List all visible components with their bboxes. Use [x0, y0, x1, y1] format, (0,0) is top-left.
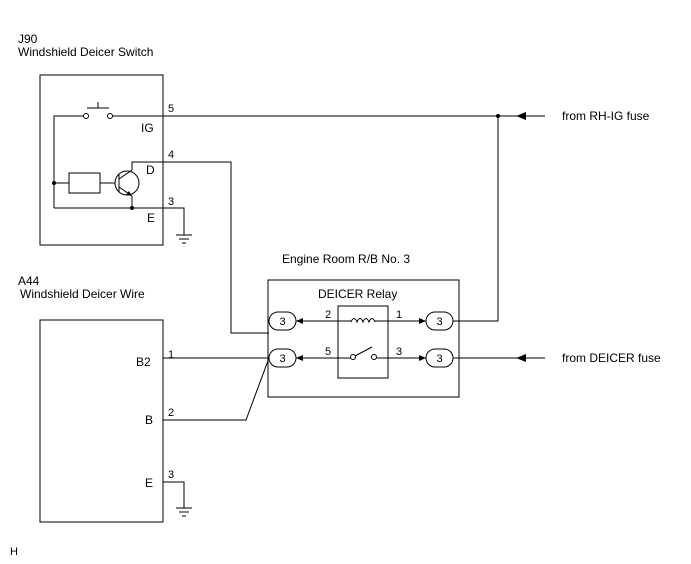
relay-block-body [267, 279, 460, 398]
source-rh-ig: from RH-IG fuse [562, 109, 650, 123]
svg-text:3: 3 [436, 353, 442, 365]
source-deicer: from DEICER fuse [562, 351, 661, 365]
connector-right-bottom: 3 [425, 348, 454, 368]
relay-coil-icon [350, 318, 376, 324]
relay-block-name: Engine Room R/B No. 3 [282, 252, 410, 266]
push-switch-icon [53, 102, 163, 183]
relay-body [337, 305, 389, 379]
relay-internal-wiring [296, 318, 426, 361]
connector-left-top: 3 [268, 311, 297, 331]
ground-icon [176, 507, 192, 517]
switch-name: Windshield Deicer Switch [18, 45, 153, 59]
wire-part-body [39, 319, 164, 523]
switch-terminal-ig: IG [141, 121, 154, 135]
svg-text:3: 3 [279, 353, 285, 365]
switch-code: J90 [18, 32, 38, 46]
transistor-icon [114, 161, 163, 210]
relay-name: DEICER Relay [318, 287, 397, 301]
relay-contact-icon [350, 346, 377, 360]
relay-pin-switch-left: 5 [325, 346, 331, 358]
connector-right-top: 3 [425, 311, 454, 331]
wire-pin-b2: 1 [168, 349, 174, 361]
wire-terminal-e: E [145, 476, 153, 490]
switch-terminal-d: D [146, 163, 155, 177]
switch-pin-ig: 5 [168, 103, 174, 115]
switch-pin-d: 4 [168, 149, 174, 161]
switch-terminal-e: E [147, 211, 155, 225]
footer-code: H [10, 546, 18, 558]
relay-pin-coil-right: 1 [396, 309, 402, 321]
wire-pin-e: 3 [168, 469, 174, 481]
wire-terminal-b2: B2 [136, 355, 151, 369]
switch-pin-e: 3 [168, 196, 174, 208]
svg-text:3: 3 [279, 316, 285, 328]
switch-body [39, 74, 164, 246]
wire-pin-b: 2 [168, 407, 174, 419]
ground-icon [176, 234, 192, 244]
svg-text:3: 3 [436, 316, 442, 328]
relay-pin-switch-right: 3 [396, 346, 402, 358]
wire-part-name: Windshield Deicer Wire [20, 287, 145, 301]
wire-part-code: A44 [18, 274, 40, 288]
connector-left-bottom: 3 [268, 348, 297, 368]
wire-terminal-b: B [145, 413, 153, 427]
control-module-icon [52, 172, 132, 209]
relay-pin-coil-left: 2 [325, 309, 331, 321]
external-wiring [163, 112, 545, 508]
